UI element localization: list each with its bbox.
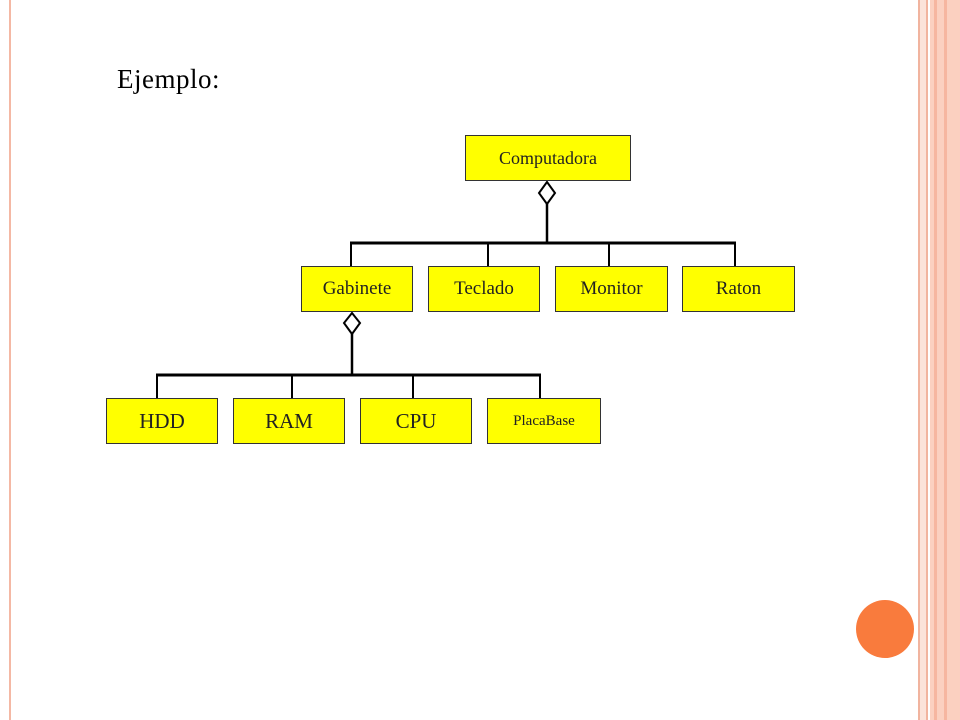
- node-ram: RAM: [233, 398, 345, 444]
- aggregation-diamond-gabinete: [342, 311, 362, 336]
- accent-circle: [856, 600, 914, 658]
- node-placabase: PlacaBase: [487, 398, 601, 444]
- node-hdd: HDD: [106, 398, 218, 444]
- slide-title: Ejemplo:: [117, 64, 220, 94]
- node-gabinete: Gabinete: [301, 266, 413, 312]
- node-teclado: Teclado: [428, 266, 540, 312]
- node-raton-label: Raton: [715, 278, 762, 299]
- node-cpu: CPU: [360, 398, 472, 444]
- node-teclado-label: Teclado: [454, 278, 514, 299]
- node-raton: Raton: [682, 266, 795, 312]
- node-gabinete-label: Gabinete: [322, 278, 392, 299]
- slide-border-right-inner: [918, 0, 928, 720]
- node-monitor-label: Monitor: [580, 278, 643, 299]
- slide-border-right-outer: [930, 0, 960, 720]
- node-placabase-label: PlacaBase: [513, 412, 575, 429]
- node-hdd-label: HDD: [139, 408, 185, 433]
- node-ram-label: RAM: [265, 408, 313, 433]
- aggregation-diamond-root: [537, 180, 557, 206]
- node-computadora: Computadora: [465, 135, 631, 181]
- slide-border-left: [9, 0, 11, 720]
- node-monitor: Monitor: [555, 266, 668, 312]
- node-computadora-label: Computadora: [499, 147, 597, 168]
- node-cpu-label: CPU: [395, 408, 437, 433]
